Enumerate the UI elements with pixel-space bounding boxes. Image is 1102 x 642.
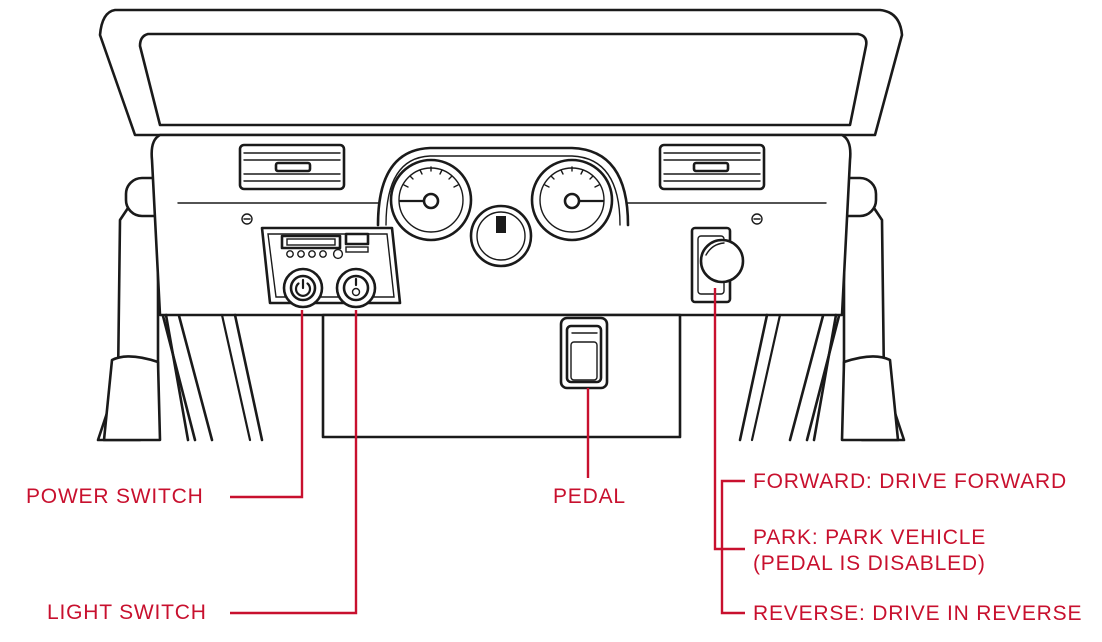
gear-shifter[interactable] — [690, 226, 745, 304]
pedal-label: PEDAL — [553, 485, 626, 508]
switch-panel — [260, 226, 402, 305]
pedal[interactable] — [559, 316, 609, 390]
gear-shifter-icon — [699, 238, 745, 284]
left-air-vent — [238, 143, 346, 191]
center-indicator — [469, 204, 533, 268]
light-toggle-icon — [351, 277, 361, 297]
light-switch[interactable] — [335, 267, 377, 309]
windshield — [98, 8, 904, 137]
gauge-cluster — [376, 146, 630, 268]
left-grab-handle — [96, 176, 214, 442]
reverse-label: REVERSE: DRIVE IN REVERSE — [753, 602, 1083, 625]
gauge-icon — [389, 158, 473, 242]
speedometer-icon — [530, 158, 614, 242]
park-note-label: (PEDAL IS DISABLED) — [753, 552, 986, 575]
lower-body — [164, 313, 838, 442]
park-label: PARK: PARK VEHICLE — [753, 526, 987, 549]
power-switch-label: POWER SWITCH — [26, 485, 204, 508]
callout-lines — [230, 288, 745, 615]
light-switch-label: LIGHT SWITCH — [47, 601, 207, 624]
forward-label: FORWARD: DRIVE FORWARD — [753, 470, 1067, 493]
power-icon — [294, 278, 312, 297]
power-switch[interactable] — [282, 267, 324, 309]
right-air-vent — [658, 143, 766, 191]
